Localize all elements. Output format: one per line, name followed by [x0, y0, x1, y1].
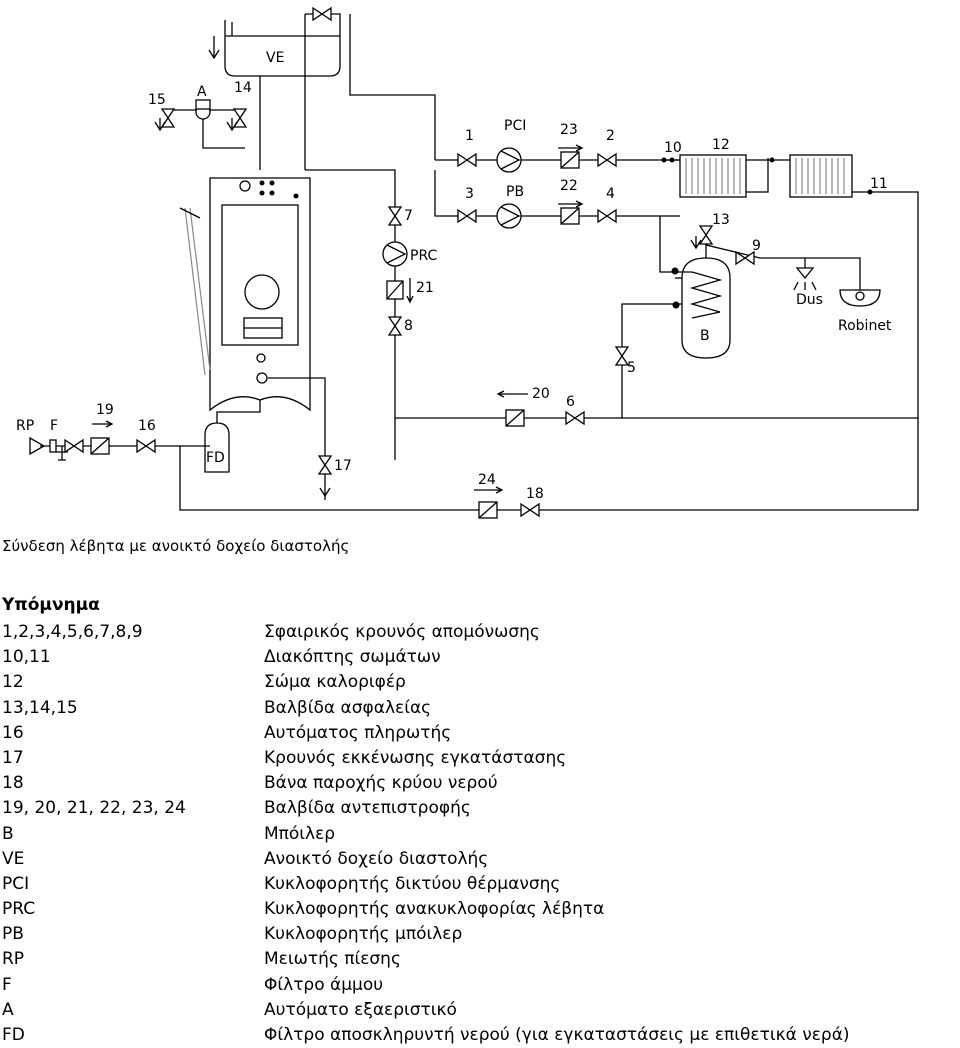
- label-19: 19: [96, 402, 114, 418]
- label-11: 11: [870, 176, 888, 192]
- label-18: 18: [526, 486, 544, 502]
- radiator-12-second: [789, 154, 853, 198]
- check-valve-22: [560, 207, 580, 225]
- check-valve-19: [90, 437, 110, 455]
- label-pci: PCI: [504, 118, 526, 134]
- water-heater-b: B: [681, 257, 731, 359]
- valve-7: [388, 206, 402, 226]
- valve-18: [520, 503, 540, 517]
- vessel-valve: [312, 7, 332, 21]
- valve-16: [136, 439, 156, 453]
- heating-installation-diagram: VE A 15 14 17: [16, 7, 919, 519]
- label-dus: Dus: [796, 292, 823, 308]
- label-ve: VE: [266, 50, 284, 66]
- label-prc: PRC: [410, 248, 437, 264]
- label-robinet: Robinet: [838, 318, 892, 334]
- check-valve-23: [560, 151, 580, 169]
- label-15: 15: [148, 92, 166, 108]
- label-13: 13: [712, 212, 730, 228]
- label-7: 7: [404, 208, 413, 224]
- boiler: [179, 177, 311, 412]
- pump-prc: [382, 241, 408, 267]
- pump-pb: [496, 203, 522, 229]
- valve-3: [457, 209, 477, 223]
- label-2: 2: [606, 128, 615, 144]
- diagram-caption: Σύνδεση λέβητα με ανοικτό δοχείο διαστολ…: [2, 537, 350, 555]
- label-23: 23: [560, 122, 578, 138]
- expansion-vessel: VE: [208, 20, 341, 77]
- legend-title: Υπόμνημα: [2, 595, 100, 615]
- check-valve-21: [386, 280, 404, 300]
- label-16: 16: [138, 418, 156, 434]
- label-20: 20: [532, 386, 550, 402]
- valve-8: [388, 316, 402, 336]
- label-fd: FD: [206, 450, 225, 466]
- valve-2: [597, 153, 617, 167]
- label-b: B: [700, 328, 710, 344]
- label-rp: RP: [16, 418, 34, 434]
- label-12: 12: [712, 137, 730, 153]
- drain-valve-17: [318, 455, 332, 475]
- label-8: 8: [404, 318, 413, 334]
- filter-fd: FD: [204, 422, 230, 473]
- label-24: 24: [478, 472, 496, 488]
- label-1: 1: [465, 128, 474, 144]
- valve-6: [565, 411, 585, 425]
- radiator-12-first: [679, 154, 747, 198]
- check-valve-24: [478, 501, 498, 519]
- safety-valve-13: [699, 225, 713, 245]
- label-a: A: [197, 84, 207, 100]
- label-21: 21: [416, 280, 434, 296]
- check-valve-20: [505, 409, 525, 427]
- label-4: 4: [606, 186, 615, 202]
- valve-1: [457, 153, 477, 167]
- label-17: 17: [334, 458, 352, 474]
- label-f: F: [50, 418, 58, 434]
- label-22: 22: [560, 178, 578, 194]
- label-pb: PB: [506, 184, 524, 200]
- label-6: 6: [566, 394, 575, 410]
- valve-4: [597, 209, 617, 223]
- pump-pci: [496, 147, 522, 173]
- label-14: 14: [234, 80, 252, 96]
- label-9: 9: [752, 238, 761, 254]
- label-10: 10: [664, 140, 682, 156]
- label-5: 5: [627, 360, 636, 376]
- label-3: 3: [465, 186, 474, 202]
- safety-group: A 15 14: [148, 80, 252, 149]
